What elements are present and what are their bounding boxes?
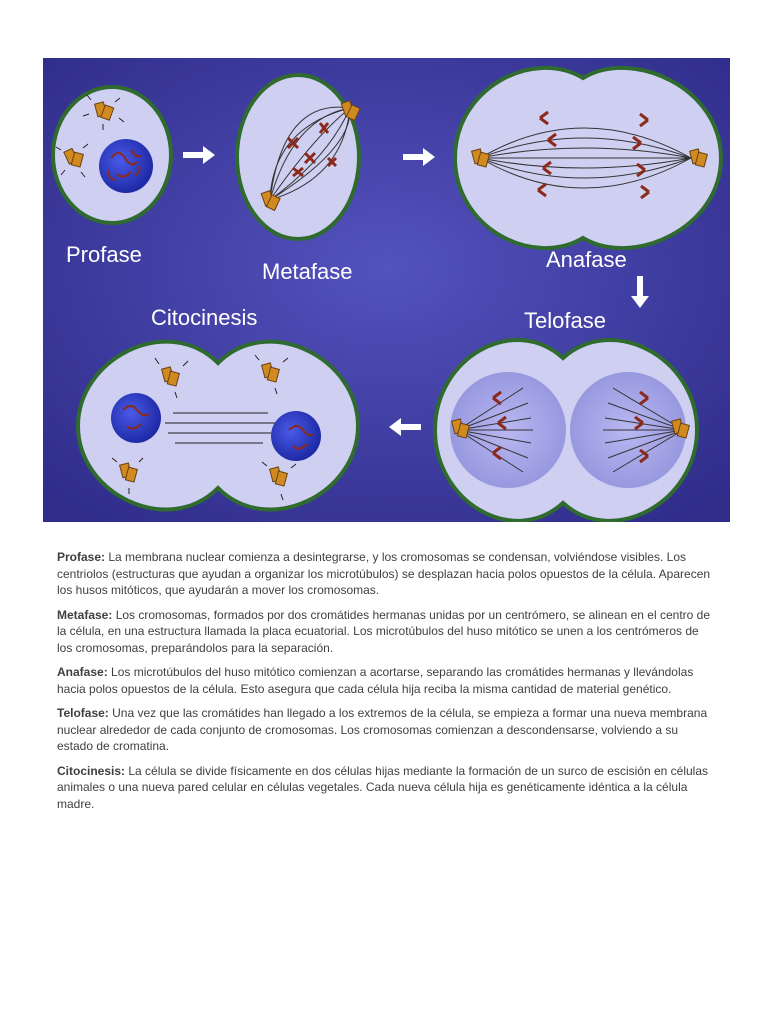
label-profase: Profase [66, 242, 142, 267]
label-anafase: Anafase [546, 247, 627, 272]
metafase-cell [237, 75, 360, 239]
text-anafase: Los microtúbulos del huso mitótico comie… [57, 665, 693, 696]
term-telofase: Telofase: [57, 706, 109, 720]
profase-cell [53, 87, 171, 223]
label-citocinesis: Citocinesis [151, 305, 257, 330]
label-metafase: Metafase [262, 259, 353, 284]
term-citocinesis: Citocinesis: [57, 764, 125, 778]
paragraph-anafase: Anafase: Los microtúbulos del huso mitót… [57, 664, 717, 697]
paragraph-profase: Profase: La membrana nuclear comienza a … [57, 549, 717, 599]
text-metafase: Los cromosomas, formados por dos cromáti… [57, 608, 710, 655]
paragraph-citocinesis: Citocinesis: La célula se divide físicam… [57, 763, 717, 813]
term-anafase: Anafase: [57, 665, 108, 679]
mitosis-diagram: Profase Metafase [43, 58, 730, 522]
paragraph-metafase: Metafase: Los cromosomas, formados por d… [57, 607, 717, 657]
label-telofase: Telofase [524, 308, 606, 333]
anafase-cell [455, 68, 721, 248]
telofase-cell [435, 340, 697, 521]
text-profase: La membrana nuclear comienza a desintegr… [57, 550, 710, 597]
citocinesis-cell [78, 342, 358, 510]
paragraph-telofase: Telofase: Una vez que las cromátides han… [57, 705, 717, 755]
term-metafase: Metafase: [57, 608, 112, 622]
text-telofase: Una vez que las cromátides han llegado a… [57, 706, 707, 753]
phase-descriptions: Profase: La membrana nuclear comienza a … [57, 549, 717, 820]
term-profase: Profase: [57, 550, 105, 564]
text-citocinesis: La célula se divide físicamente en dos c… [57, 764, 708, 811]
